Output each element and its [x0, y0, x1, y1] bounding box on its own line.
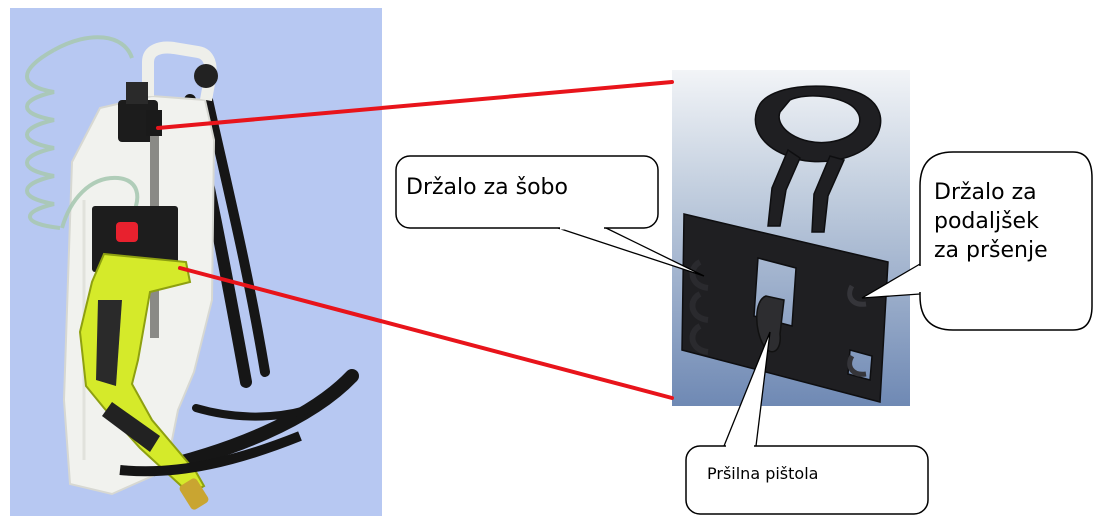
- callout-extension-holder: [861, 151, 1093, 331]
- bracket-render: [672, 70, 910, 406]
- extension-clips: [847, 284, 867, 377]
- connector-top: [156, 80, 674, 130]
- coiled-hose: [25, 35, 140, 230]
- spray-gun: [78, 252, 209, 510]
- nozzle-hooks: [689, 259, 709, 355]
- waist-strap: [119, 431, 302, 477]
- callout-nozzle-holder: [395, 155, 705, 277]
- brass-nozzle: [179, 478, 209, 510]
- connector-bottom: [178, 266, 674, 400]
- sprayer-photo: [10, 8, 382, 516]
- label-spray-gun: Pršilna pištola: [707, 464, 819, 483]
- label-extension-holder: Držalo za podaljšek za pršenje: [934, 180, 1048, 263]
- label-nozzle-holder: Držalo za šobo: [406, 175, 568, 200]
- connector-lines: [156, 80, 674, 400]
- callout-spray-gun: [685, 331, 929, 515]
